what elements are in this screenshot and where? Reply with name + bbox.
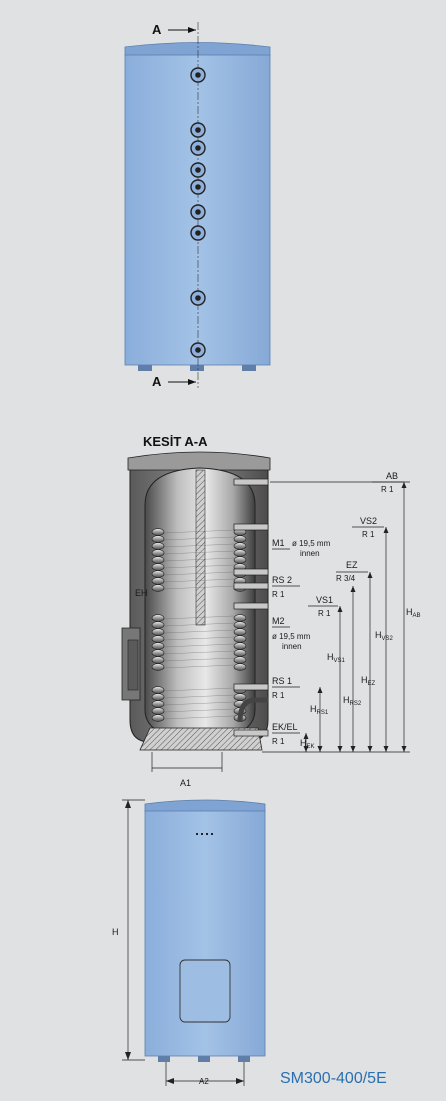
label-m1-note: innen: [300, 549, 320, 558]
label-vs1-name: VS1: [316, 595, 333, 605]
coil-turn: [151, 556, 247, 564]
pipe-rs1: [233, 683, 269, 691]
dim-h-ez: HEZ: [361, 675, 376, 687]
label-vs2-thread: R 1: [362, 530, 375, 539]
coil-turn: [151, 614, 247, 622]
section-arrow-top: A: [152, 22, 196, 37]
label-m2-note: innen: [282, 642, 302, 651]
coil-turn: [151, 642, 247, 650]
label-m2-spec: ø 19,5 mm: [272, 632, 311, 641]
pipe-ekel: [233, 729, 269, 737]
label-rs1-name: RS 1: [272, 676, 292, 686]
dimension-a1: A1: [151, 752, 223, 788]
pipe-bend: [237, 697, 268, 723]
label-m1-spec: ø 19,5 mm: [292, 539, 331, 548]
coil-turn: [151, 542, 247, 550]
dim-a2-label: A2: [199, 1077, 209, 1086]
label-eh: EH: [135, 588, 148, 598]
back-view-tank: [144, 799, 266, 1062]
connection-socket: [190, 140, 206, 156]
pipe-ab: [233, 478, 269, 486]
section-arrow-bottom: A: [152, 374, 196, 389]
connection-sockets: [190, 67, 206, 358]
label-m2-name: M2: [272, 616, 285, 626]
label-rs2-name: RS 2: [272, 575, 292, 585]
dim-a1-label: A1: [180, 778, 191, 788]
dimension-h: H: [112, 799, 145, 1061]
section-view: [121, 451, 271, 751]
label-ez-name: EZ: [346, 560, 358, 570]
dim-h-ab: HAB: [406, 607, 421, 619]
label-m1-name: M1: [272, 538, 285, 548]
coil-turn: [151, 635, 247, 643]
pipe-vs2: [233, 523, 269, 531]
pipe-ez: [233, 568, 269, 576]
coil-turn: [151, 663, 247, 671]
label-ab-thread: R 1: [381, 485, 394, 494]
coil-turn: [151, 693, 247, 701]
label-ekel-name: EK/EL: [272, 722, 298, 732]
section-letter-top: A: [152, 22, 162, 37]
pipe-vs1: [233, 602, 269, 610]
connection-socket: [190, 122, 206, 138]
coil-turn: [151, 628, 247, 636]
connection-socket: [190, 204, 206, 220]
label-ez-thread: R 3/4: [336, 574, 356, 583]
connection-socket: [190, 225, 206, 241]
coil-turn: [151, 649, 247, 657]
dim-h-ek: HEK: [300, 738, 315, 750]
label-rs1-thread: R 1: [272, 691, 285, 700]
coil-turn: [151, 621, 247, 629]
label-rs2-thread: R 1: [272, 590, 285, 599]
connection-socket: [190, 67, 206, 83]
dim-h-rs1: HRS1: [310, 704, 329, 716]
section-title: KESİT A-A: [143, 434, 208, 449]
section-letter-bottom: A: [152, 374, 162, 389]
dim-h-vs2: HVS2: [375, 630, 394, 642]
dim-h-label: H: [112, 927, 119, 937]
connection-socket: [190, 290, 206, 306]
dimension-a2: A2: [165, 1062, 245, 1086]
coil-turn: [151, 535, 247, 543]
model-name: SM300-400/5E: [280, 1070, 387, 1087]
label-ekel-thread: R 1: [272, 737, 285, 746]
label-vs1-thread: R 1: [318, 609, 331, 618]
rear-label-dots: [196, 833, 213, 835]
label-vs2-name: VS2: [360, 516, 377, 526]
connection-socket: [190, 342, 206, 358]
connection-socket: [190, 179, 206, 195]
dim-h-rs2: HRS2: [343, 695, 362, 707]
height-dimensions: HAB HVS2 HEZ HRS2 HVS1 HRS1 HEK: [262, 481, 421, 753]
label-ab-name: AB: [386, 471, 398, 481]
connection-socket: [190, 162, 206, 178]
coil-turn: [151, 714, 247, 722]
dim-h-vs1: HVS1: [327, 652, 346, 664]
connection-pipes: [233, 478, 269, 737]
pipe-rs2: [233, 582, 269, 590]
